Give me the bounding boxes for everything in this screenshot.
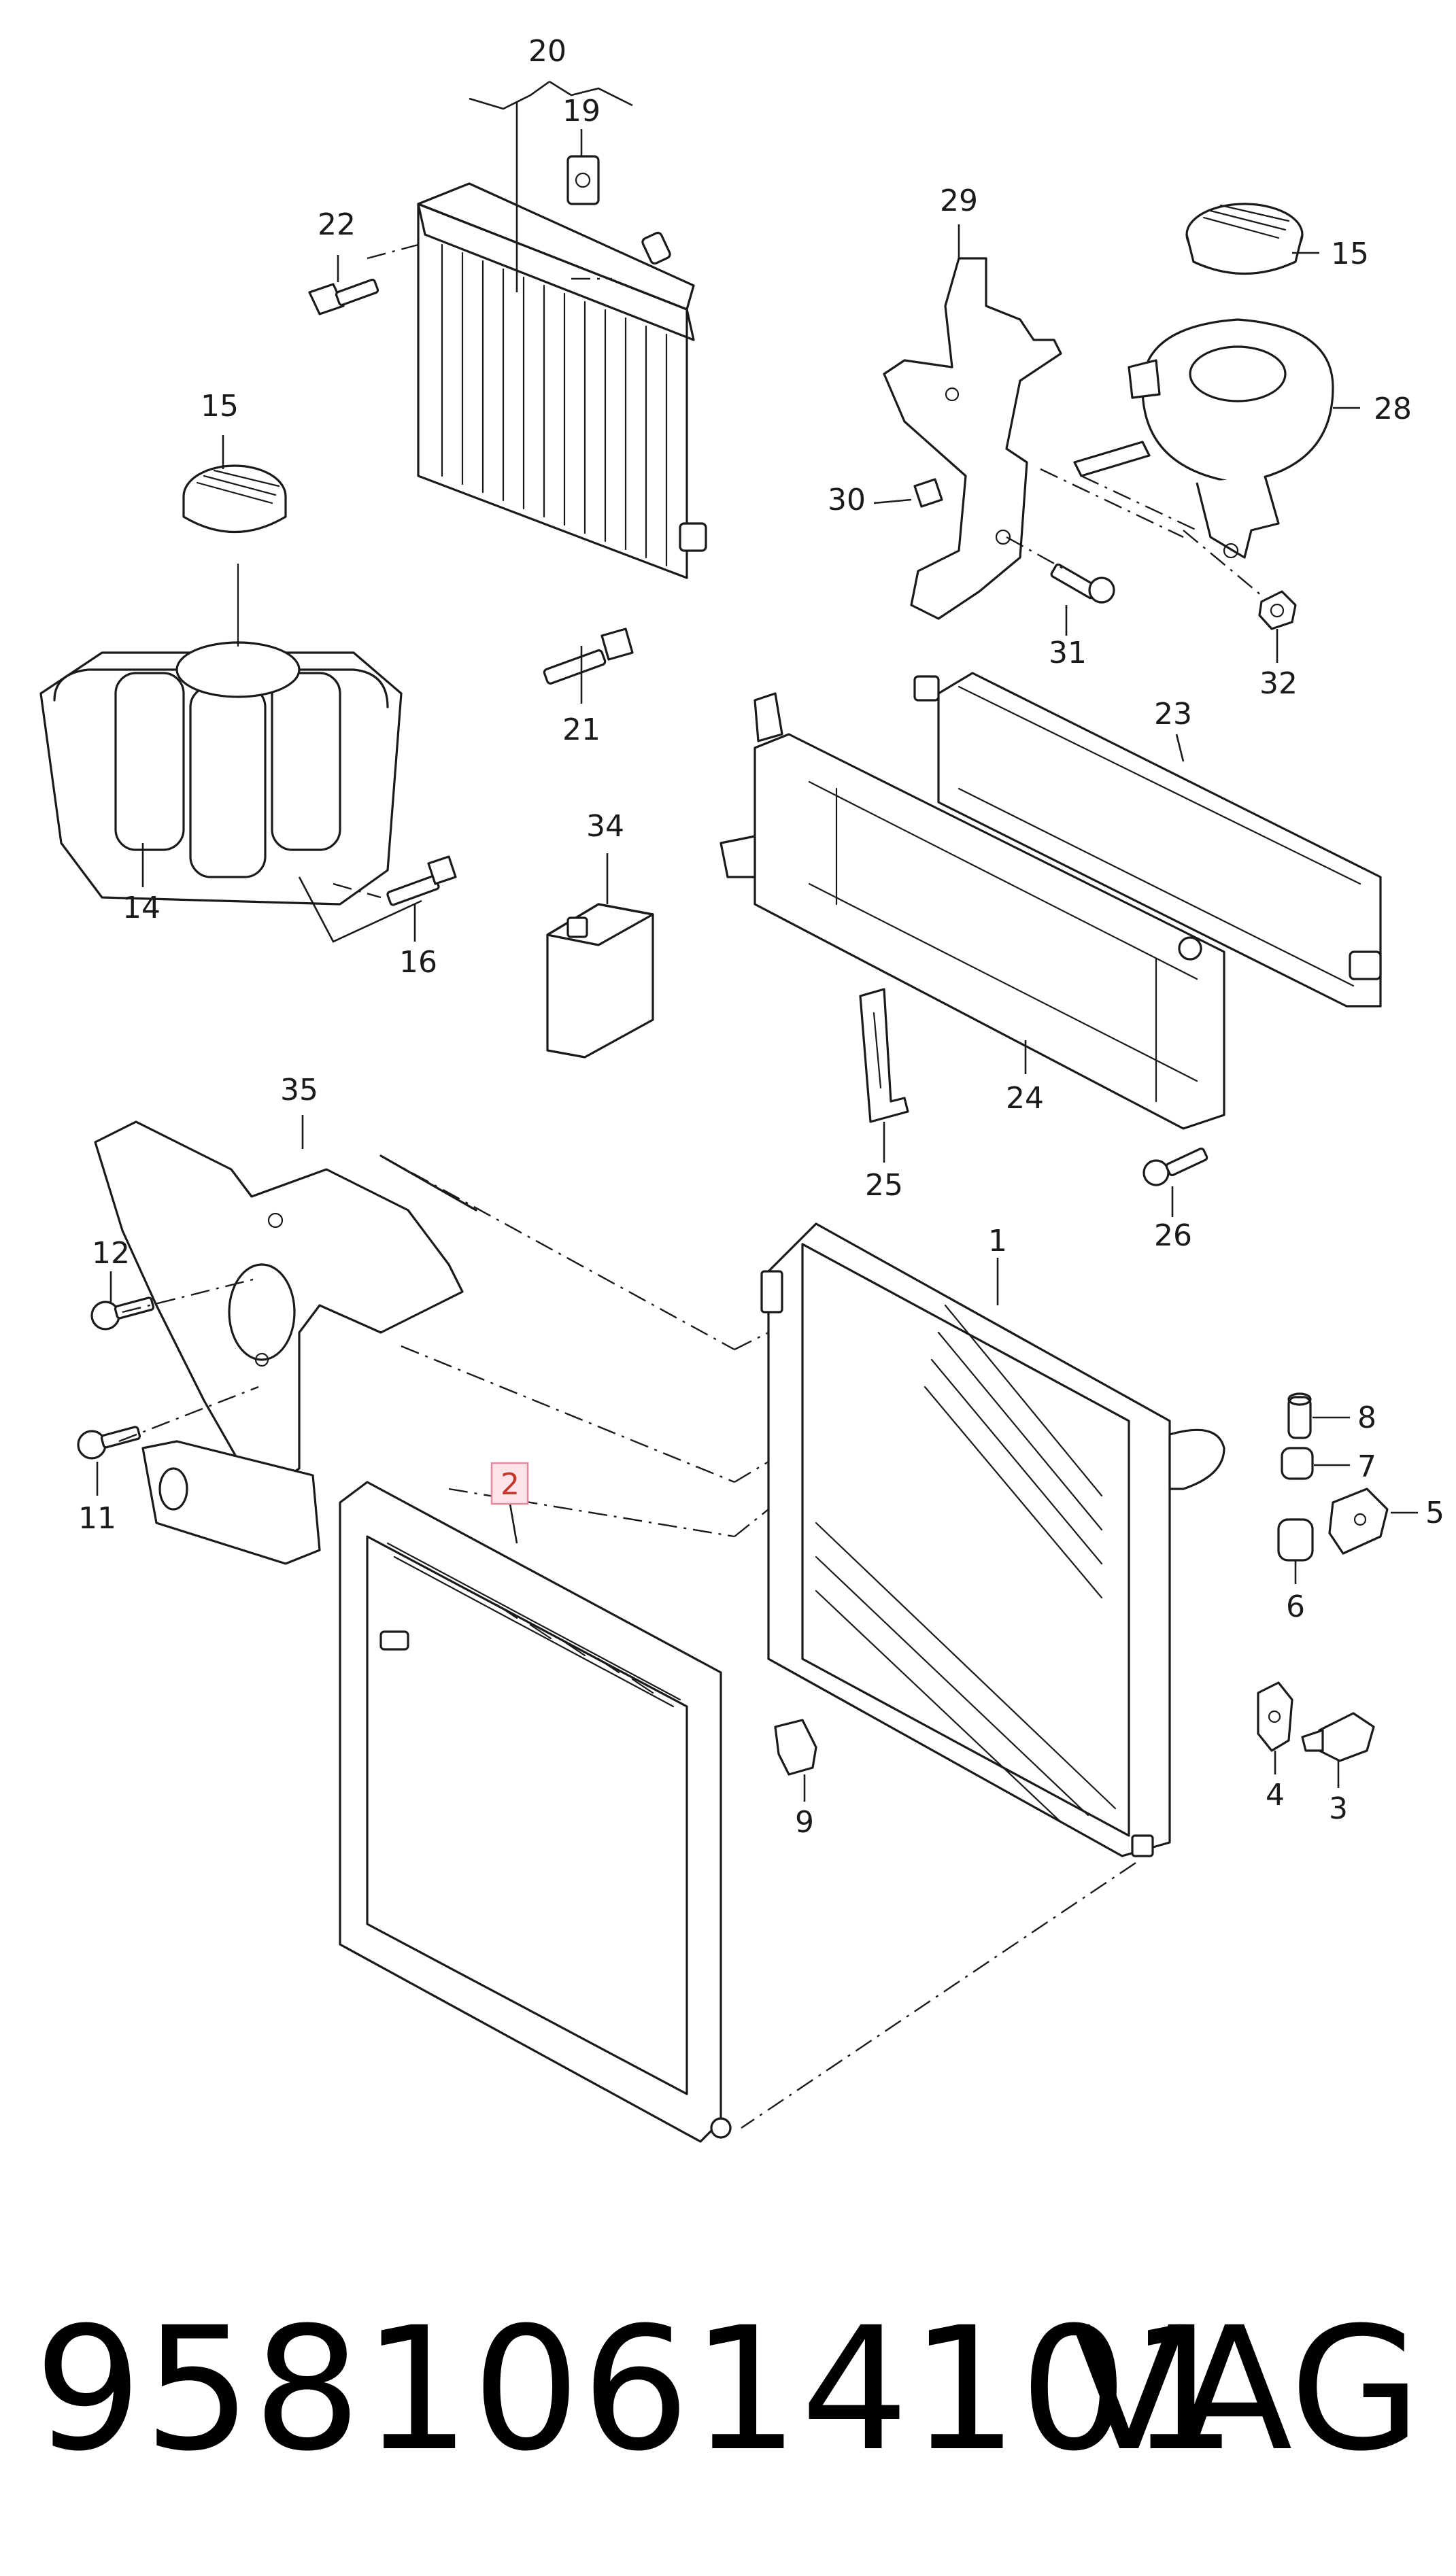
callout-28: 28 [1374,392,1412,426]
callout-35: 35 [280,1073,318,1107]
part-22-bolt [308,278,379,315]
callout-7: 7 [1357,1449,1376,1484]
part-3-clip [1301,1712,1375,1762]
part-15-cap-left [182,464,287,533]
part-26-screw [1142,1147,1208,1186]
callout-25: 25 [865,1168,903,1203]
part-9-clip [774,1719,817,1776]
part-20-aux-radiator [417,182,707,579]
part-32-nut [1258,590,1297,630]
part-29-bracket [883,257,1062,620]
callout-9: 9 [795,1805,814,1840]
callout-30: 30 [828,483,866,517]
part-5-bracket [1328,1488,1389,1555]
callout-34: 34 [586,809,624,844]
callouts: 20 19 22 21 15 14 16 34 29 15 28 30 31 3… [78,34,1444,1840]
callout-24: 24 [1006,1081,1044,1116]
part-16-bolt [386,855,457,906]
part-19-clip [566,155,600,205]
leader-lines [96,80,1418,1802]
brand-name: VAG [1070,2290,1421,2488]
part-25-clip [859,988,909,1123]
part-4-mount [1257,1681,1293,1752]
callout-11: 11 [78,1501,116,1536]
part-31-screw [1050,563,1115,604]
part-number: 95810614101 [34,2290,1239,2488]
part-number-footer: 95810614101 VAG [34,2278,1421,2502]
callout-21: 21 [562,712,600,747]
part-30-nut [913,478,943,508]
callout-22: 22 [318,207,356,242]
callout-4: 4 [1266,1778,1285,1813]
part-8-sleeve [1287,1392,1312,1439]
callout-15b: 15 [1331,237,1369,271]
callout-31: 31 [1049,636,1087,670]
callout-5: 5 [1425,1496,1444,1530]
part-28-expansion-tank [1073,318,1334,559]
callout-1: 1 [988,1224,1007,1258]
assembly-lines [118,243,1266,2129]
callout-26: 26 [1154,1218,1192,1253]
part-6-grommet [1277,1518,1314,1562]
callout-15a: 15 [201,389,239,424]
part-24-cooler [719,692,1225,1130]
callout-29: 29 [940,184,978,218]
callout-12: 12 [92,1236,130,1271]
callout-19: 19 [562,94,600,128]
part-21-bolt [543,628,634,685]
callout-2-highlight-box [490,1462,529,1505]
part-34-coolant-bottle [546,903,654,1059]
callout-6: 6 [1286,1590,1305,1624]
part-11-bolt [77,1426,141,1460]
part-1-radiator [760,1222,1225,1857]
part-12-bolt [90,1296,155,1330]
callout-3: 3 [1329,1791,1348,1826]
callout-2: 2 [501,1467,520,1502]
callout-32: 32 [1259,666,1298,701]
callout-23: 23 [1154,697,1192,732]
part-2-fan-shroud [339,1481,732,2143]
part-35-lower-bracket [141,1440,321,1565]
callout-8: 8 [1357,1401,1376,1435]
part-23-condenser [913,672,1382,1008]
callout-20: 20 [528,34,566,69]
callout-16: 16 [399,945,437,980]
callout-14: 14 [122,891,160,925]
part-15-cap-right [1185,203,1304,275]
part-14-expansion-tank [39,563,403,906]
part-7-grommet [1281,1447,1314,1480]
